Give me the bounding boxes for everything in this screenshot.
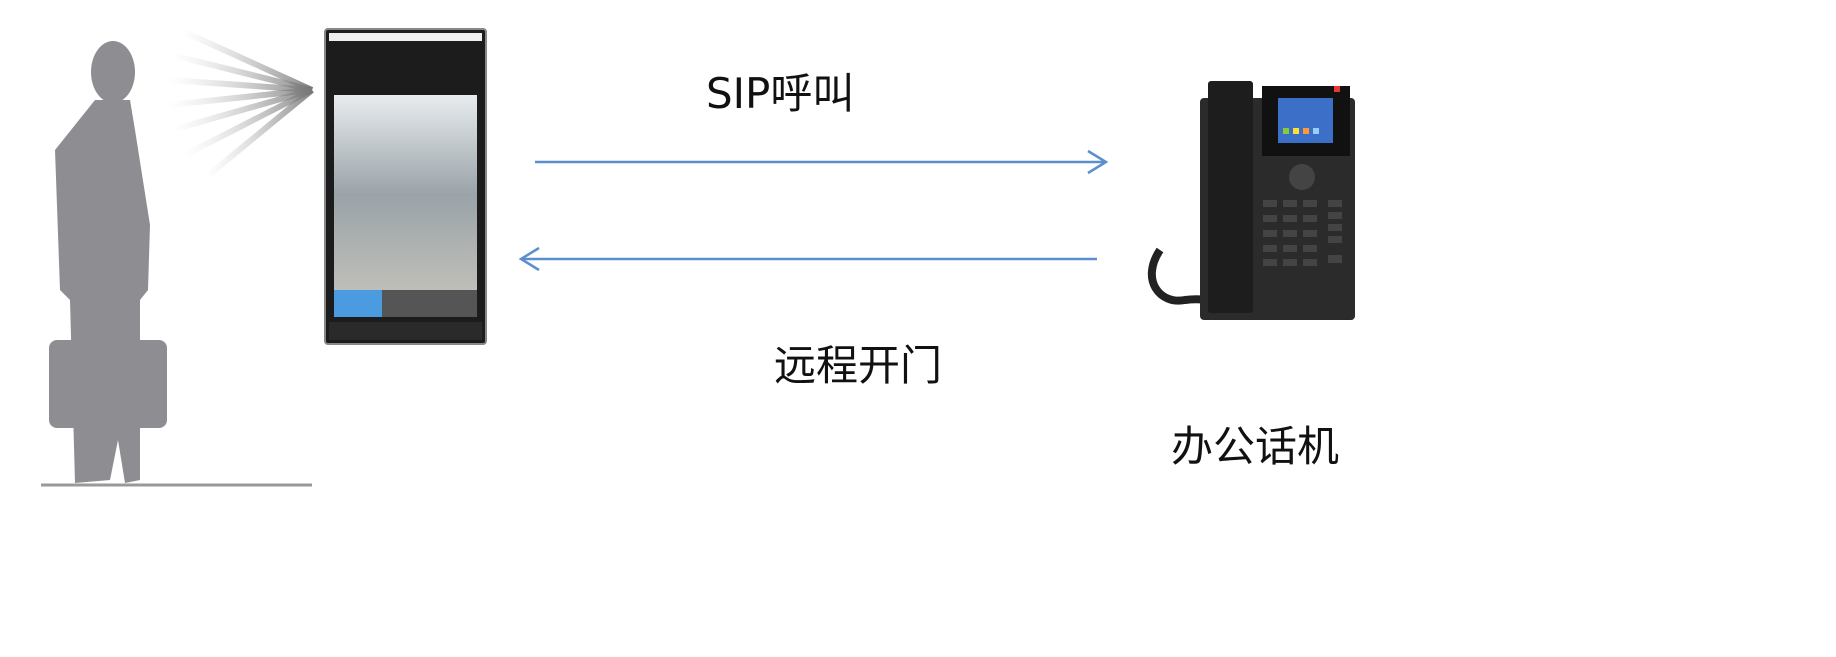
- sip-call-arrow: [535, 149, 1109, 175]
- face-recognition-terminal: [324, 28, 487, 345]
- sip-call-label: SIP呼叫: [706, 69, 855, 118]
- remote-unlock-arrow: [518, 246, 1097, 272]
- screen-button-blue: [334, 290, 382, 317]
- office-phone-icon: [1147, 81, 1355, 320]
- camera-beam-icon: [167, 27, 314, 181]
- remote-unlock-label: 远程开门: [774, 341, 943, 390]
- office-phone-label: 办公话机: [1171, 422, 1340, 471]
- person-silhouette-icon: [49, 41, 167, 483]
